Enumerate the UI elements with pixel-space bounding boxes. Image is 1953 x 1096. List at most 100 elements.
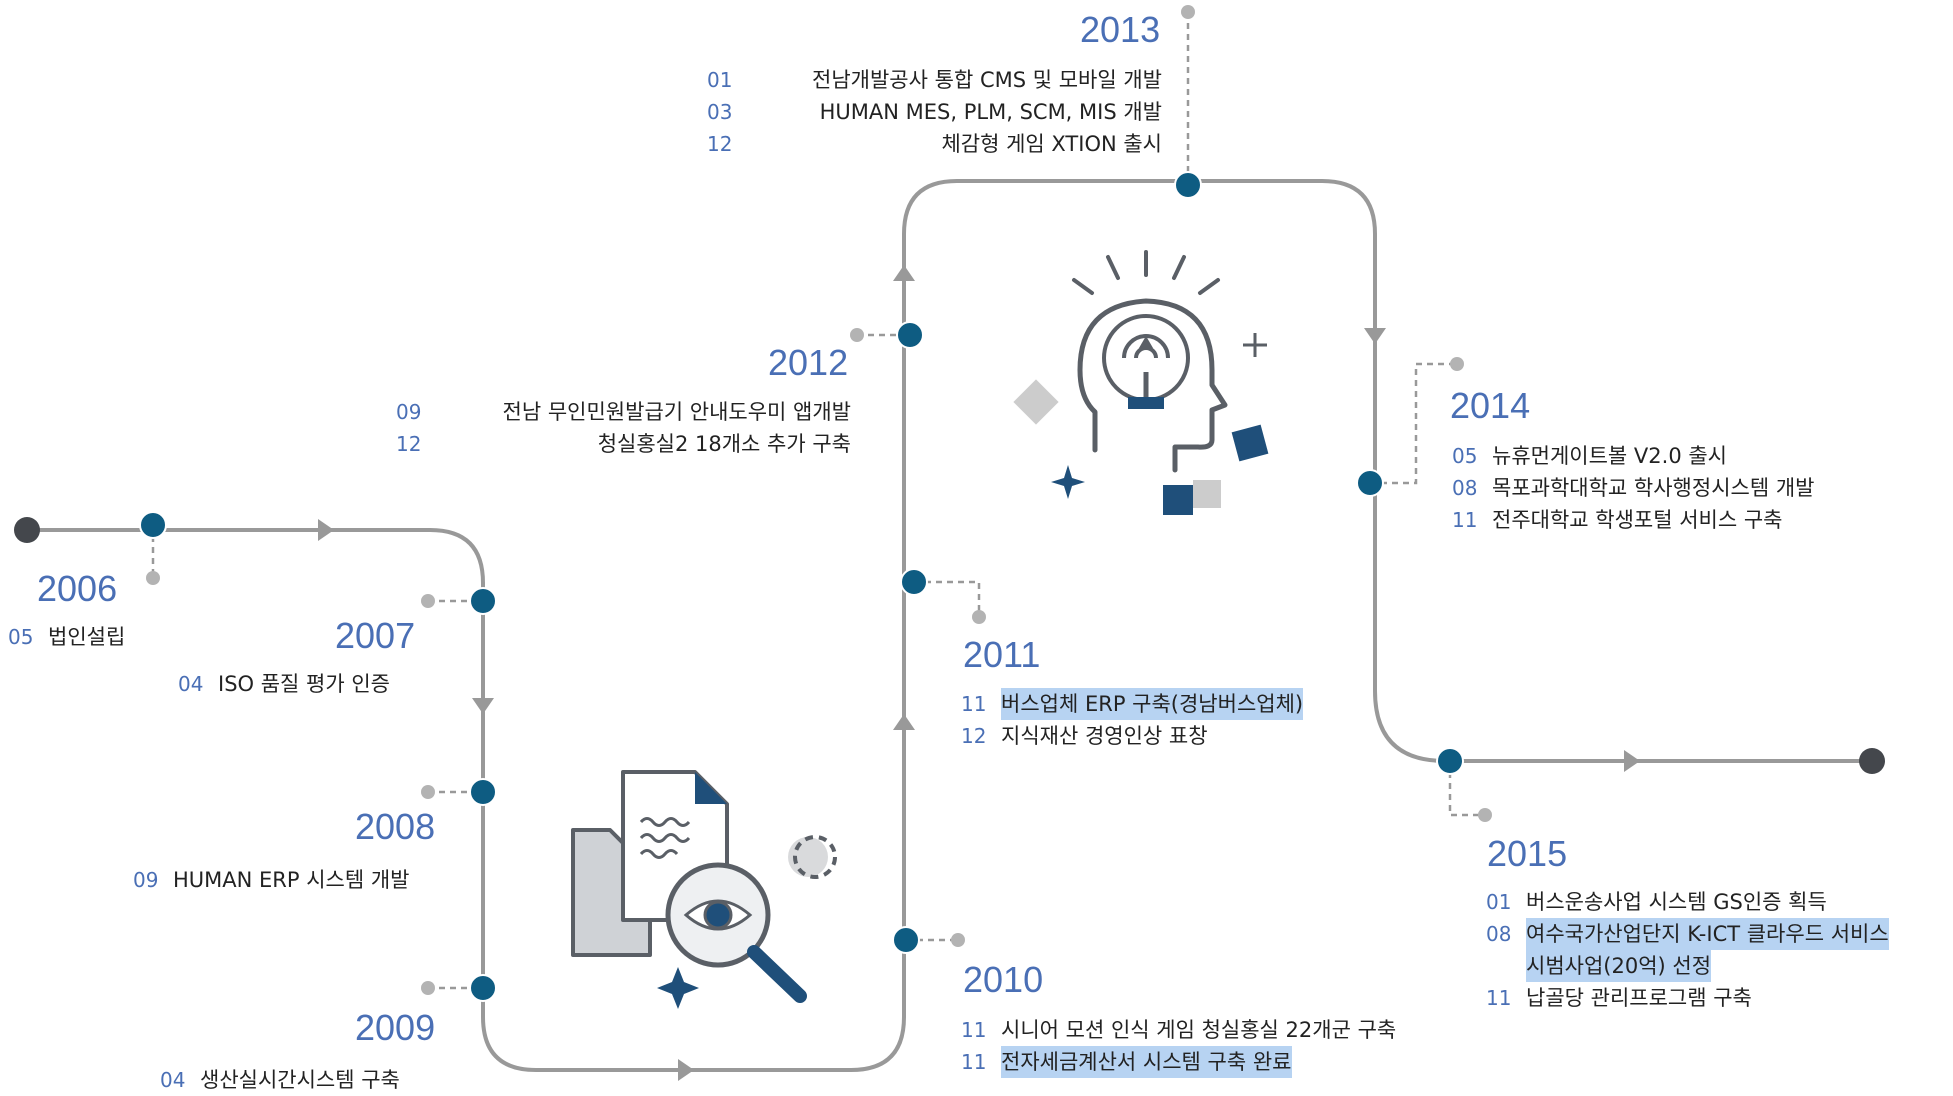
year-2006: 2006 (37, 568, 118, 609)
document-magnifier-icon (571, 770, 837, 1009)
node-2007 (469, 587, 497, 615)
event-month: 11 (1486, 986, 1512, 1010)
node-2010 (892, 926, 920, 954)
event-row: 11 전자세금계산서 시스템 구축 완료 (961, 1046, 1396, 1078)
event-month: 05 (1452, 444, 1478, 468)
lightbulb-head-icon (1072, 250, 1267, 473)
event-month: 11 (1452, 508, 1478, 532)
event-text: 생산실시간시스템 구축 (200, 1068, 400, 1092)
event-text: 법인설립 (48, 625, 126, 649)
event-row: 03 HUMAN MES, PLM, SCM, MIS 개발 (707, 96, 1162, 128)
event-month: 03 (707, 100, 733, 124)
event-row: 12 청실홍실2 18개소 추가 구축 (396, 428, 851, 460)
events-2006: 05 법인설립 (8, 621, 125, 653)
event-text: 전남 무인민원발급기 안내도우미 앱개발 (502, 400, 851, 424)
node-2009 (469, 974, 497, 1002)
marker-dot-2014 (1450, 357, 1464, 371)
arrow-down-2 (1364, 328, 1386, 344)
event-text: HUMAN MES, PLM, SCM, MIS 개발 (819, 100, 1162, 124)
node-2013 (1174, 171, 1202, 199)
event-row: 09 전남 무인민원발급기 안내도우미 앱개발 (396, 396, 851, 428)
node-2006 (139, 511, 167, 539)
arrow-right-3 (1624, 750, 1640, 772)
events-2014: 05 뉴휴먼게이트볼 V2.0 출시 08 목포과학대학교 학사행정시스템 개발 1… (1452, 440, 1814, 536)
event-month: 12 (961, 724, 987, 748)
event-month: 01 (707, 68, 733, 92)
event-text: 전주대학교 학생포털 서비스 구축 (1492, 508, 1783, 532)
event-month: 04 (160, 1068, 186, 1092)
events-2010: 11 시니어 모션 인식 게임 청실홍실 22개군 구축 11 전자세금계산서 시스… (961, 1014, 1396, 1078)
event-row: 시범사업(20억) 선정 (1486, 950, 1889, 982)
marker-dot-2009 (421, 981, 435, 995)
event-month: 09 (396, 400, 422, 424)
year-2007: 2007 (335, 615, 416, 656)
event-row: 05 법인설립 (8, 621, 125, 653)
year-2014: 2014 (1450, 385, 1531, 426)
connector-2011 (914, 580, 981, 617)
event-row: 04 생산실시간시스템 구축 (160, 1064, 400, 1096)
event-row: 11 전주대학교 학생포털 서비스 구축 (1452, 504, 1814, 536)
event-text: 목포과학대학교 학사행정시스템 개발 (1492, 476, 1815, 500)
event-text: 전자세금계산서 시스템 구축 완료 (1001, 1046, 1292, 1078)
marker-dot-2007 (421, 594, 435, 608)
year-2015: 2015 (1487, 833, 1568, 874)
event-row: 11 버스업체 ERP 구축(경남버스업체) (961, 688, 1304, 720)
node-2015 (1436, 747, 1464, 775)
marker-dot-2008 (421, 785, 435, 799)
event-month: 08 (1452, 476, 1478, 500)
arrow-up-1 (893, 714, 915, 730)
year-2008: 2008 (355, 806, 436, 847)
marker-dot-2011 (972, 610, 986, 624)
event-text: 납골당 관리프로그램 구축 (1526, 986, 1752, 1010)
event-month: 11 (961, 1018, 987, 1042)
start-point (14, 517, 40, 543)
event-text: 시니어 모션 인식 게임 청실홍실 22개군 구축 (1001, 1018, 1397, 1042)
puzzle-icon (1013, 379, 1269, 515)
event-row: 05 뉴휴먼게이트볼 V2.0 출시 (1452, 440, 1814, 472)
arrow-up-2 (893, 265, 915, 281)
connector-2014 (1370, 362, 1457, 485)
marker-dot-2013 (1181, 5, 1195, 19)
marker-dot-2010 (951, 933, 965, 947)
event-text: 여수국가산업단지 K-ICT 클라우드 서비스 (1526, 918, 1889, 950)
marker-dot-2006 (146, 571, 160, 585)
event-text: 체감형 게임 XTION 출시 (941, 132, 1162, 156)
event-text: HUMAN ERP 시스템 개발 (173, 868, 410, 892)
year-2011: 2011 (963, 634, 1041, 675)
event-row: 11 납골당 관리프로그램 구축 (1486, 982, 1889, 1014)
event-month: 04 (178, 672, 204, 696)
events-2009: 04 생산실시간시스템 구축 (160, 1064, 400, 1096)
year-2010: 2010 (963, 959, 1044, 1000)
event-row: 11 시니어 모션 인식 게임 청실홍실 22개군 구축 (961, 1014, 1396, 1046)
event-text: 청실홍실2 18개소 추가 구축 (597, 432, 851, 456)
marker-dot-2015 (1478, 808, 1492, 822)
marker-dot-2012 (850, 328, 864, 342)
event-row: 08 목포과학대학교 학사행정시스템 개발 (1452, 472, 1814, 504)
event-text: 시범사업(20억) 선정 (1526, 950, 1712, 982)
event-text: 뉴휴먼게이트볼 V2.0 출시 (1492, 444, 1727, 468)
year-2009: 2009 (355, 1007, 436, 1048)
event-month: 11 (961, 692, 987, 716)
year-2012: 2012 (768, 342, 849, 383)
connector-2015 (1448, 761, 1485, 817)
end-point (1859, 748, 1885, 774)
arrow-right-2 (678, 1059, 694, 1081)
event-text: 버스업체 ERP 구축(경남버스업체) (1001, 688, 1304, 720)
event-month: 08 (1486, 922, 1512, 946)
events-2012: 09 전남 무인민원발급기 안내도우미 앱개발 12 청실홍실2 18개소 추가 구… (396, 396, 851, 460)
event-month: 11 (961, 1050, 987, 1074)
event-month: 05 (8, 625, 34, 649)
event-row: 08 여수국가산업단지 K-ICT 클라우드 서비스 (1486, 918, 1889, 950)
event-month: 12 (396, 432, 422, 456)
